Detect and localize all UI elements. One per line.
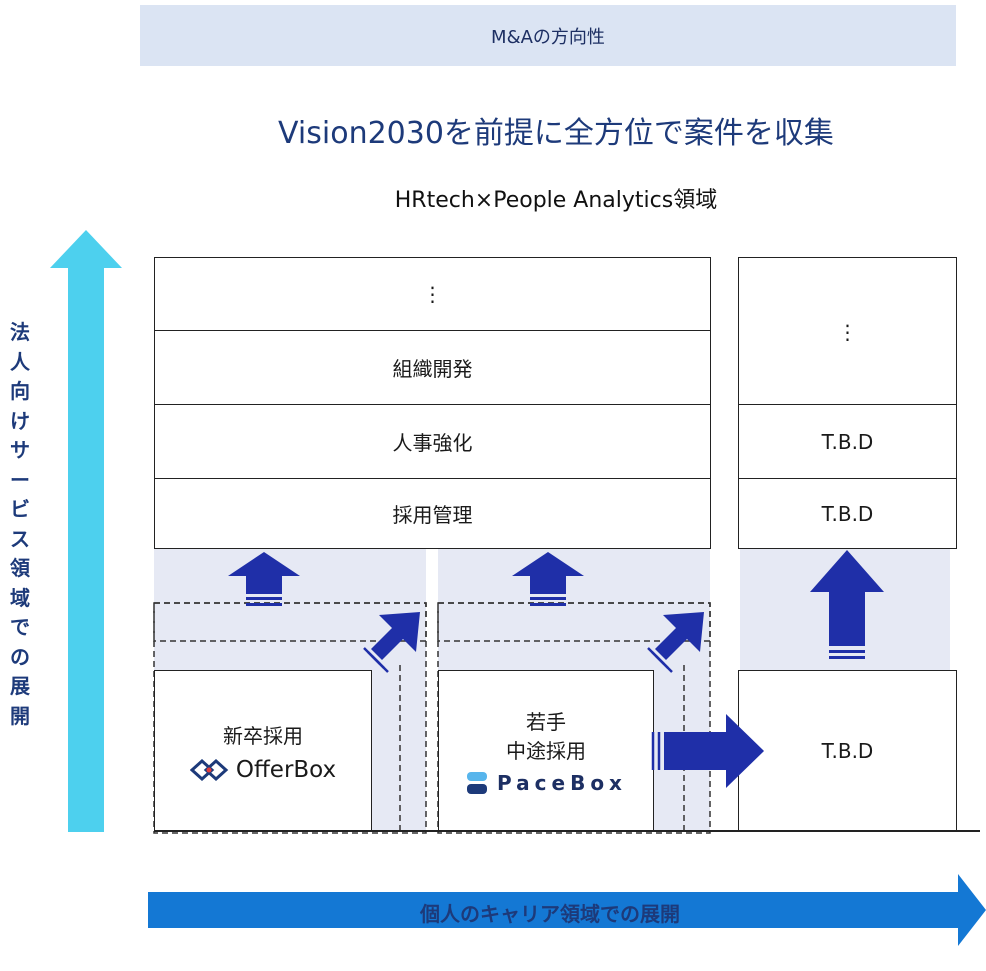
right-base-tbd: T.B.D (738, 670, 957, 832)
vertical-axis-label: 法人向けサービス領域での展開 (10, 320, 30, 728)
pacebox-category-line1: 若手 (526, 710, 566, 734)
vertical-axis-arrow (50, 230, 122, 832)
diagonal-arrow-icon (647, 612, 704, 673)
headline: Vision2030を前提に全方位で案件を収集 (278, 116, 834, 151)
right-layer-tbd-1: T.B.D (738, 404, 957, 479)
pacebox-card: 若手 中途採用 PaceBox (438, 670, 654, 832)
banner-label: M&Aの方向性 (491, 26, 605, 48)
main-layer-more: ⋮ (154, 257, 711, 331)
right-layer-tbd-2: T.B.D (738, 478, 957, 549)
horizontal-axis-arrow (148, 874, 986, 946)
right-arrow-icon (651, 714, 764, 788)
offerbox-logo-icon (189, 758, 229, 781)
offerbox-logo: OfferBox (189, 757, 336, 783)
up-arrow-icon (228, 552, 300, 606)
main-layer-recruitment-management: 採用管理 (154, 478, 711, 549)
right-layer-more: ⋮ (738, 257, 957, 406)
pacebox-logo-icon (467, 772, 488, 794)
main-layer-hr-strengthening: 人事強化 (154, 404, 711, 479)
up-arrow-icon (512, 552, 584, 606)
pacebox-logo: PaceBox (465, 770, 627, 796)
subheadline: HRtech×People Analytics領域 (394, 188, 718, 213)
baseline (154, 830, 980, 832)
offerbox-card: 新卒採用 OfferBox (154, 670, 372, 832)
pacebox-category-line2: 中途採用 (506, 739, 586, 763)
section-banner: M&Aの方向性 (140, 5, 956, 66)
horizontal-axis-label: 個人のキャリア領域での展開 (420, 902, 680, 926)
up-arrow-icon (810, 550, 884, 659)
main-layer-org-development: 組織開発 (154, 330, 711, 405)
offerbox-category: 新卒採用 (223, 723, 303, 748)
diagonal-arrow-icon (363, 612, 420, 673)
